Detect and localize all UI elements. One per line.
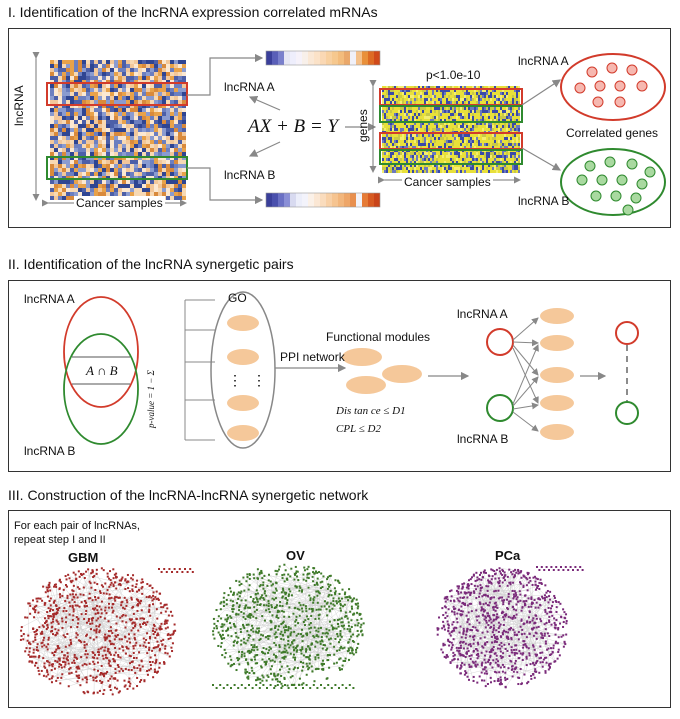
go-label: GO [228,291,247,305]
pca-label: PCa [495,548,521,563]
module-3 [346,376,386,394]
green-gene-dots [576,156,656,216]
go-term-3 [227,395,259,411]
hypergeometric-formula: p-value = 1 − Σ [146,370,156,428]
venn-lncrna-b-label: lncRNA B [24,444,76,458]
right-lncrna-a-label: lncRNA A [518,54,569,68]
regression-equation: AX + B = Y [248,116,339,137]
intersection-label: A ∩ B [86,363,118,378]
module-2 [382,365,422,383]
distance-constraint: Dis tan ce ≤ D1 [336,405,406,417]
red-gene-dots [574,62,648,108]
arrow-to-green-oval [521,147,562,171]
bipartite-edges [512,317,539,432]
node-lncrna-a [486,328,514,356]
connector-to-bar-b [187,167,264,205]
cancer-samples-label: Cancer samples [402,175,493,189]
venn-lncrna-b [63,333,139,445]
synergy-node-b [615,401,639,425]
go-ellipse [210,291,276,449]
bipartite-lncrna-b-label: lncRNA B [457,432,509,446]
module-node-5 [540,424,574,440]
gbm-label: GBM [68,550,99,565]
step-note-line2: repeat step I and II [14,534,106,546]
ov-label: OV [286,548,305,563]
functional-modules-label: Functional modules [326,330,431,344]
section3-title: III. Construction of the lncRNA-lncRNA s… [8,487,369,503]
ppi-network-label: PPI network [280,350,345,364]
heatmap-ylabel: lncRNA [12,85,26,126]
go-term-1 [227,315,259,331]
go-ellipsis-1: ⋮ [228,372,242,388]
equation-arrow-b [248,141,281,157]
module-node-2 [540,335,574,351]
module-1 [342,348,382,366]
module-node-3 [540,367,574,383]
gene-row-highlight-2 [379,105,523,123]
right-lncrna-b-label: lncRNA B [518,194,570,208]
lncrna-b-expression-bar [265,192,381,208]
lncrna-a-row-highlight [46,82,188,106]
gene-row-highlight-4 [379,149,523,165]
genes-label: genes [356,109,370,142]
node-lncrna-b [486,394,514,422]
cpl-constraint: CPL ≤ D2 [336,423,381,435]
go-term-4 [227,425,259,441]
section2-title: II. Identification of the lncRNA synerge… [8,256,294,272]
go-term-2 [227,349,259,365]
heatmap-xlabel: Cancer samples [74,196,165,210]
gene-heatmap [382,86,520,173]
arrow-to-red-oval [521,79,562,106]
module-node-4 [540,395,574,411]
gbm-network [19,567,194,696]
module-node-1 [540,308,574,324]
pca-network [436,566,584,689]
ov-network [212,563,365,689]
connector-to-bar-a [187,53,264,96]
step-note-line1: For each pair of lncRNAs, [14,520,140,532]
correlated-genes-label: Correlated genes [566,126,659,140]
go-ellipsis-2: ⋮ [252,372,266,388]
equation-arrow-a [248,96,281,111]
section1-title: I. Identification of the lncRNA expressi… [8,4,378,20]
lncrna-b-label: lncRNA B [224,168,276,182]
pvalue-threshold: p<1.0e-10 [426,68,481,82]
venn-lncrna-a [63,296,139,408]
lncrna-a-expression-bar [265,50,381,66]
bipartite-lncrna-a-label: lncRNA A [457,307,508,321]
lncrna-a-label: lncRNA A [224,80,275,94]
synergy-node-a [615,321,639,345]
venn-lncrna-a-label: lncRNA A [24,292,75,306]
